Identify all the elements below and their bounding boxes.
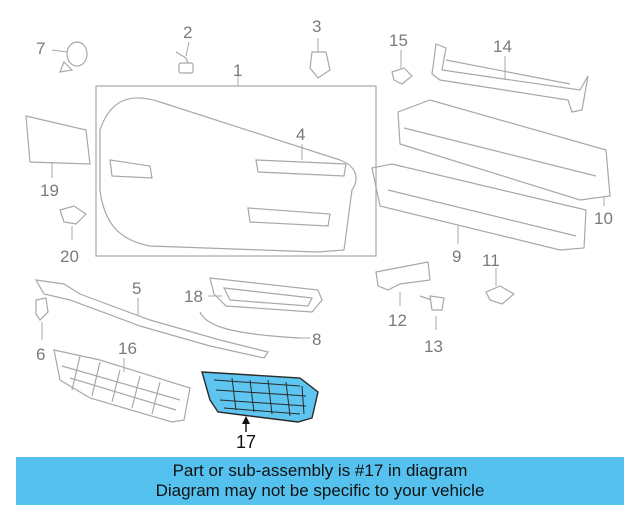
callout-17: 17 (236, 432, 256, 452)
callout-7: 7 (36, 39, 45, 58)
callout-5: 5 (132, 279, 141, 298)
callout-8: 8 (312, 330, 321, 349)
callout-1: 1 (233, 61, 242, 80)
parts-diagram: 7 2 3 15 14 1 4 19 (25, 17, 613, 452)
part-16-lower-grille (53, 349, 191, 423)
callout-20: 20 (60, 247, 79, 266)
callout-4: 4 (296, 125, 305, 144)
part-6-clip (35, 297, 49, 340)
part-18-upper-grille (208, 277, 323, 313)
callout-12: 12 (388, 311, 407, 330)
info-banner: Part or sub-assembly is #17 in diagram D… (16, 457, 624, 505)
part-8-molding (199, 311, 310, 339)
callout-2: 2 (183, 23, 192, 42)
part-11-bolt (485, 268, 516, 305)
callout-11: 11 (482, 251, 500, 270)
callout-19: 19 (40, 181, 59, 200)
part-9-absorber (371, 163, 587, 251)
part-13-screw (419, 295, 445, 330)
callout-14: 14 (493, 37, 512, 56)
banner-line-1: Part or sub-assembly is #17 in diagram (172, 461, 468, 480)
banner-line-2: Diagram may not be specific to your vehi… (155, 481, 485, 500)
part-3-clip (309, 38, 331, 79)
callout-3: 3 (312, 17, 321, 36)
part-19-plate-bracket (25, 115, 91, 178)
part-4-molding (255, 144, 347, 177)
part-7-clip (51, 41, 88, 73)
callout-16: 16 (118, 339, 137, 358)
callout-15: 15 (389, 31, 408, 50)
part-10-reinforcement (397, 99, 611, 206)
part-5-lower-spoiler (34, 279, 269, 359)
part-17-grille-highlighted[interactable] (201, 371, 319, 432)
part-20-clip (59, 205, 87, 240)
part-1-bumper-cover (95, 72, 377, 257)
part-12-bracket (375, 261, 431, 306)
part-15-bolt (391, 50, 413, 85)
callout-6: 6 (36, 345, 45, 364)
callout-9: 9 (452, 247, 461, 266)
part-14-bracket (431, 43, 589, 113)
callout-10: 10 (594, 209, 613, 228)
callout-18: 18 (184, 287, 203, 306)
callout-13: 13 (424, 337, 443, 356)
part-2-screw (175, 41, 194, 74)
